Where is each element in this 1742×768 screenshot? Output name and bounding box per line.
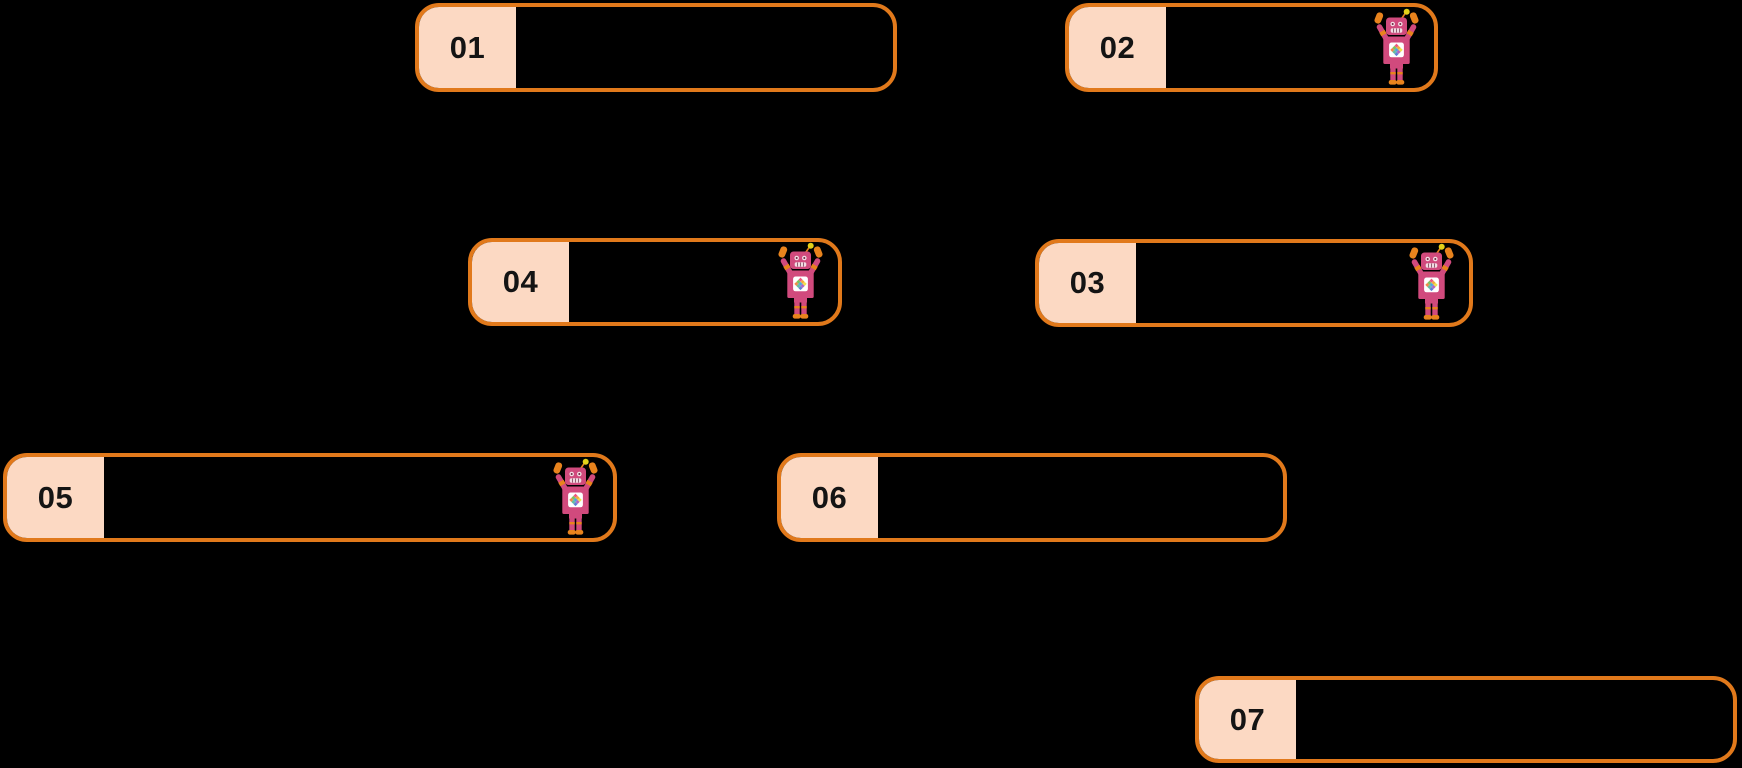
step-body bbox=[516, 7, 893, 88]
step-body bbox=[1166, 7, 1434, 88]
step-number-label-02: 02 bbox=[1069, 7, 1166, 88]
robot-icon bbox=[778, 242, 823, 319]
step-number-label-06: 06 bbox=[781, 457, 878, 538]
robot-icon bbox=[1374, 8, 1419, 85]
step-number-label-01: 01 bbox=[419, 7, 516, 88]
step-box-03: 03 bbox=[1035, 239, 1473, 327]
step-body bbox=[569, 242, 838, 322]
step-number-label-07: 07 bbox=[1199, 680, 1296, 759]
step-body bbox=[878, 457, 1283, 538]
robot-antenna-ball bbox=[807, 242, 814, 249]
step-number-label-03: 03 bbox=[1039, 243, 1136, 323]
robot-foot-left bbox=[792, 314, 801, 319]
step-number-label-05: 05 bbox=[7, 457, 104, 538]
robot-foot-right bbox=[575, 530, 584, 535]
step-box-01: 01 bbox=[415, 3, 897, 92]
step-box-07: 07 bbox=[1195, 676, 1737, 763]
step-box-05: 05 bbox=[3, 453, 617, 542]
robot-antenna-ball bbox=[1403, 8, 1410, 15]
robot-icon bbox=[553, 458, 598, 535]
step-box-02: 02 bbox=[1065, 3, 1438, 92]
robot-antenna-ball bbox=[1438, 243, 1445, 250]
step-body bbox=[1296, 680, 1733, 759]
robot-foot-right bbox=[800, 314, 809, 319]
step-box-04: 04 bbox=[468, 238, 842, 326]
robot-foot-right bbox=[1431, 315, 1440, 320]
robot-antenna-ball bbox=[582, 458, 589, 465]
robot-foot-left bbox=[567, 530, 576, 535]
step-body bbox=[1136, 243, 1469, 323]
step-body bbox=[104, 457, 613, 538]
robot-foot-left bbox=[1388, 80, 1397, 85]
step-number-label-04: 04 bbox=[472, 242, 569, 322]
robot-icon bbox=[1409, 243, 1454, 320]
step-box-06: 06 bbox=[777, 453, 1287, 542]
robot-foot-left bbox=[1423, 315, 1432, 320]
robot-foot-right bbox=[1396, 80, 1405, 85]
